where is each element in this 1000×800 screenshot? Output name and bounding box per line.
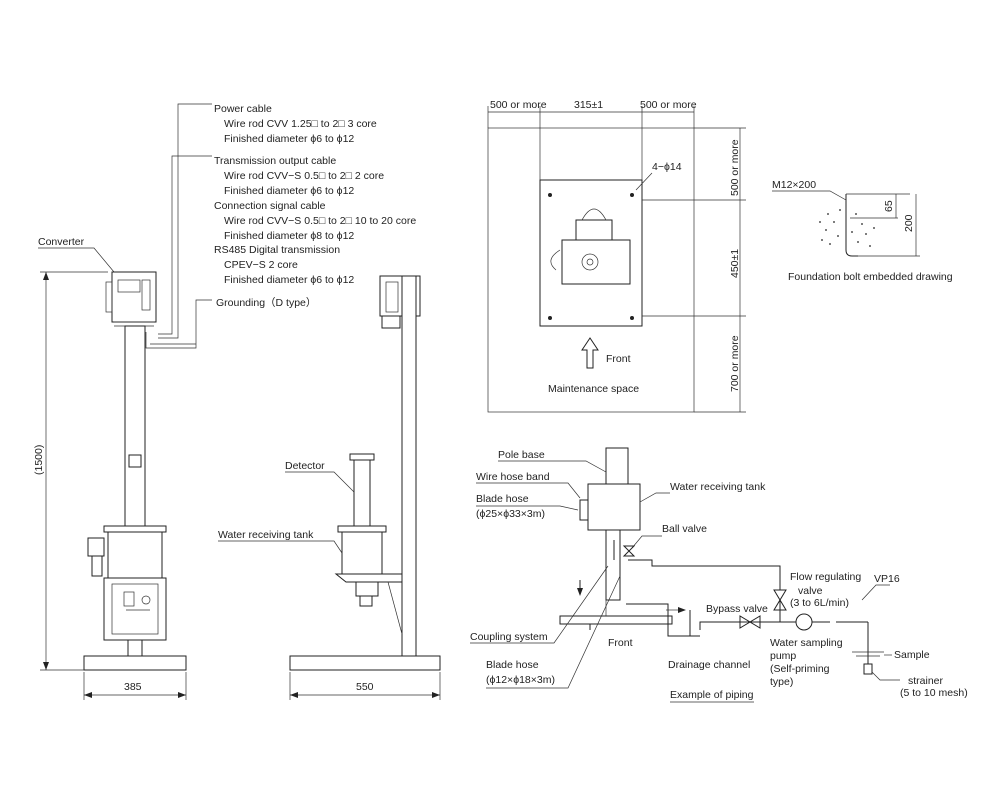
power-cable-title: Power cable bbox=[214, 103, 272, 115]
maintenance-space-label: Maintenance space bbox=[548, 383, 639, 395]
plan-view: 500 or more 315±1 500 or more 500 or mor… bbox=[487, 99, 746, 413]
connection-cable-line2: Finished diameter ϕ8 to ϕ12 bbox=[224, 230, 354, 242]
piping-front-label: Front bbox=[608, 637, 633, 649]
blade-hose-2-spec: (ϕ12×ϕ18×3m) bbox=[486, 674, 555, 686]
bolt-label: M12×200 bbox=[772, 179, 816, 191]
pump-line1: Water sampling bbox=[770, 637, 843, 649]
power-cable-line2: Finished diameter ϕ6 to ϕ12 bbox=[224, 133, 354, 145]
pump-line4: type) bbox=[770, 676, 793, 688]
coupling-label: Coupling system bbox=[470, 631, 548, 643]
transmission-cable-title: Transmission output cable bbox=[214, 155, 336, 167]
grounding-label: Grounding（D type） bbox=[216, 297, 316, 309]
plan-top-space: 500 or more bbox=[729, 139, 741, 196]
converter-label: Converter bbox=[38, 236, 85, 248]
bolt-dim-200: 200 bbox=[903, 214, 915, 232]
pump-line2: pump bbox=[770, 650, 796, 662]
bolt-caption: Foundation bolt embedded drawing bbox=[788, 271, 953, 283]
plan-bottom-space: 700 or more bbox=[729, 335, 741, 392]
side-width-dim: 550 bbox=[356, 681, 374, 693]
connection-cable-title: Connection signal cable bbox=[214, 200, 326, 212]
blade-hose-1-label: Blade hose bbox=[476, 493, 529, 505]
connection-cable-line1: Wire rod CVV−S 0.5□ to 2□ 10 to 20 core bbox=[224, 215, 416, 227]
side-tank-label: Water receiving tank bbox=[218, 529, 314, 541]
bypass-valve-label: Bypass valve bbox=[706, 603, 768, 615]
water-tank-label: Water receiving tank bbox=[670, 481, 766, 493]
sample-label: Sample bbox=[894, 649, 930, 661]
flow-valve-line3: (3 to 6L/min) bbox=[790, 597, 849, 609]
side-view: Detector Water receiving tank 550 bbox=[218, 275, 441, 700]
detector-label: Detector bbox=[285, 460, 325, 472]
blade-hose-1-spec: (ϕ25×ϕ33×3m) bbox=[476, 508, 545, 520]
foundation-bolt: M12×200 65 200 Foundation bolt embedded … bbox=[772, 179, 953, 283]
transmission-cable-line1: Wire rod CVV−S 0.5□ to 2□ 2 core bbox=[224, 170, 384, 182]
plan-left-space: 500 or more bbox=[490, 99, 547, 111]
flow-valve-line1: Flow regulating bbox=[790, 571, 861, 583]
rs485-title: RS485 Digital transmission bbox=[214, 244, 340, 256]
example-piping-label: Example of piping bbox=[670, 689, 754, 701]
cable-notes: Power cable Wire rod CVV 1.25□ to 2□ 3 c… bbox=[145, 103, 416, 349]
pole-base-label: Pole base bbox=[498, 449, 545, 461]
vp16-label: VP16 bbox=[874, 573, 900, 585]
blade-hose-2-label: Blade hose bbox=[486, 659, 539, 671]
flow-valve-line2: valve bbox=[798, 585, 823, 597]
front-height-dim: (1500) bbox=[33, 445, 45, 475]
plan-front-label: Front bbox=[606, 353, 631, 365]
ball-valve-label: Ball valve bbox=[662, 523, 707, 535]
plan-right-space: 500 or more bbox=[640, 99, 697, 111]
power-cable-line1: Wire rod CVV 1.25□ to 2□ 3 core bbox=[224, 118, 377, 130]
rs485-line1: CPEV−S 2 core bbox=[224, 259, 298, 271]
front-width-dim: 385 bbox=[124, 681, 142, 693]
bolt-dim-65: 65 bbox=[883, 200, 895, 212]
piping-diagram: Pole base Wire hose band Blade hose (ϕ25… bbox=[470, 447, 968, 703]
plan-depth: 450±1 bbox=[729, 249, 741, 278]
pump-line3: (Self-priming bbox=[770, 663, 830, 675]
transmission-cable-line2: Finished diameter ϕ6 to ϕ12 bbox=[224, 185, 354, 197]
rs485-line2: Finished diameter ϕ6 to ϕ12 bbox=[224, 274, 354, 286]
plan-center-width: 315±1 bbox=[574, 99, 603, 111]
wire-hose-band-label: Wire hose band bbox=[476, 471, 550, 483]
drainage-label: Drainage channel bbox=[668, 659, 750, 671]
strainer-label: strainer bbox=[908, 675, 944, 687]
front-view: Converter (1500) bbox=[33, 236, 187, 700]
plan-holes-label: 4−ϕ14 bbox=[652, 161, 682, 173]
strainer-spec: (5 to 10 mesh) bbox=[900, 687, 968, 699]
